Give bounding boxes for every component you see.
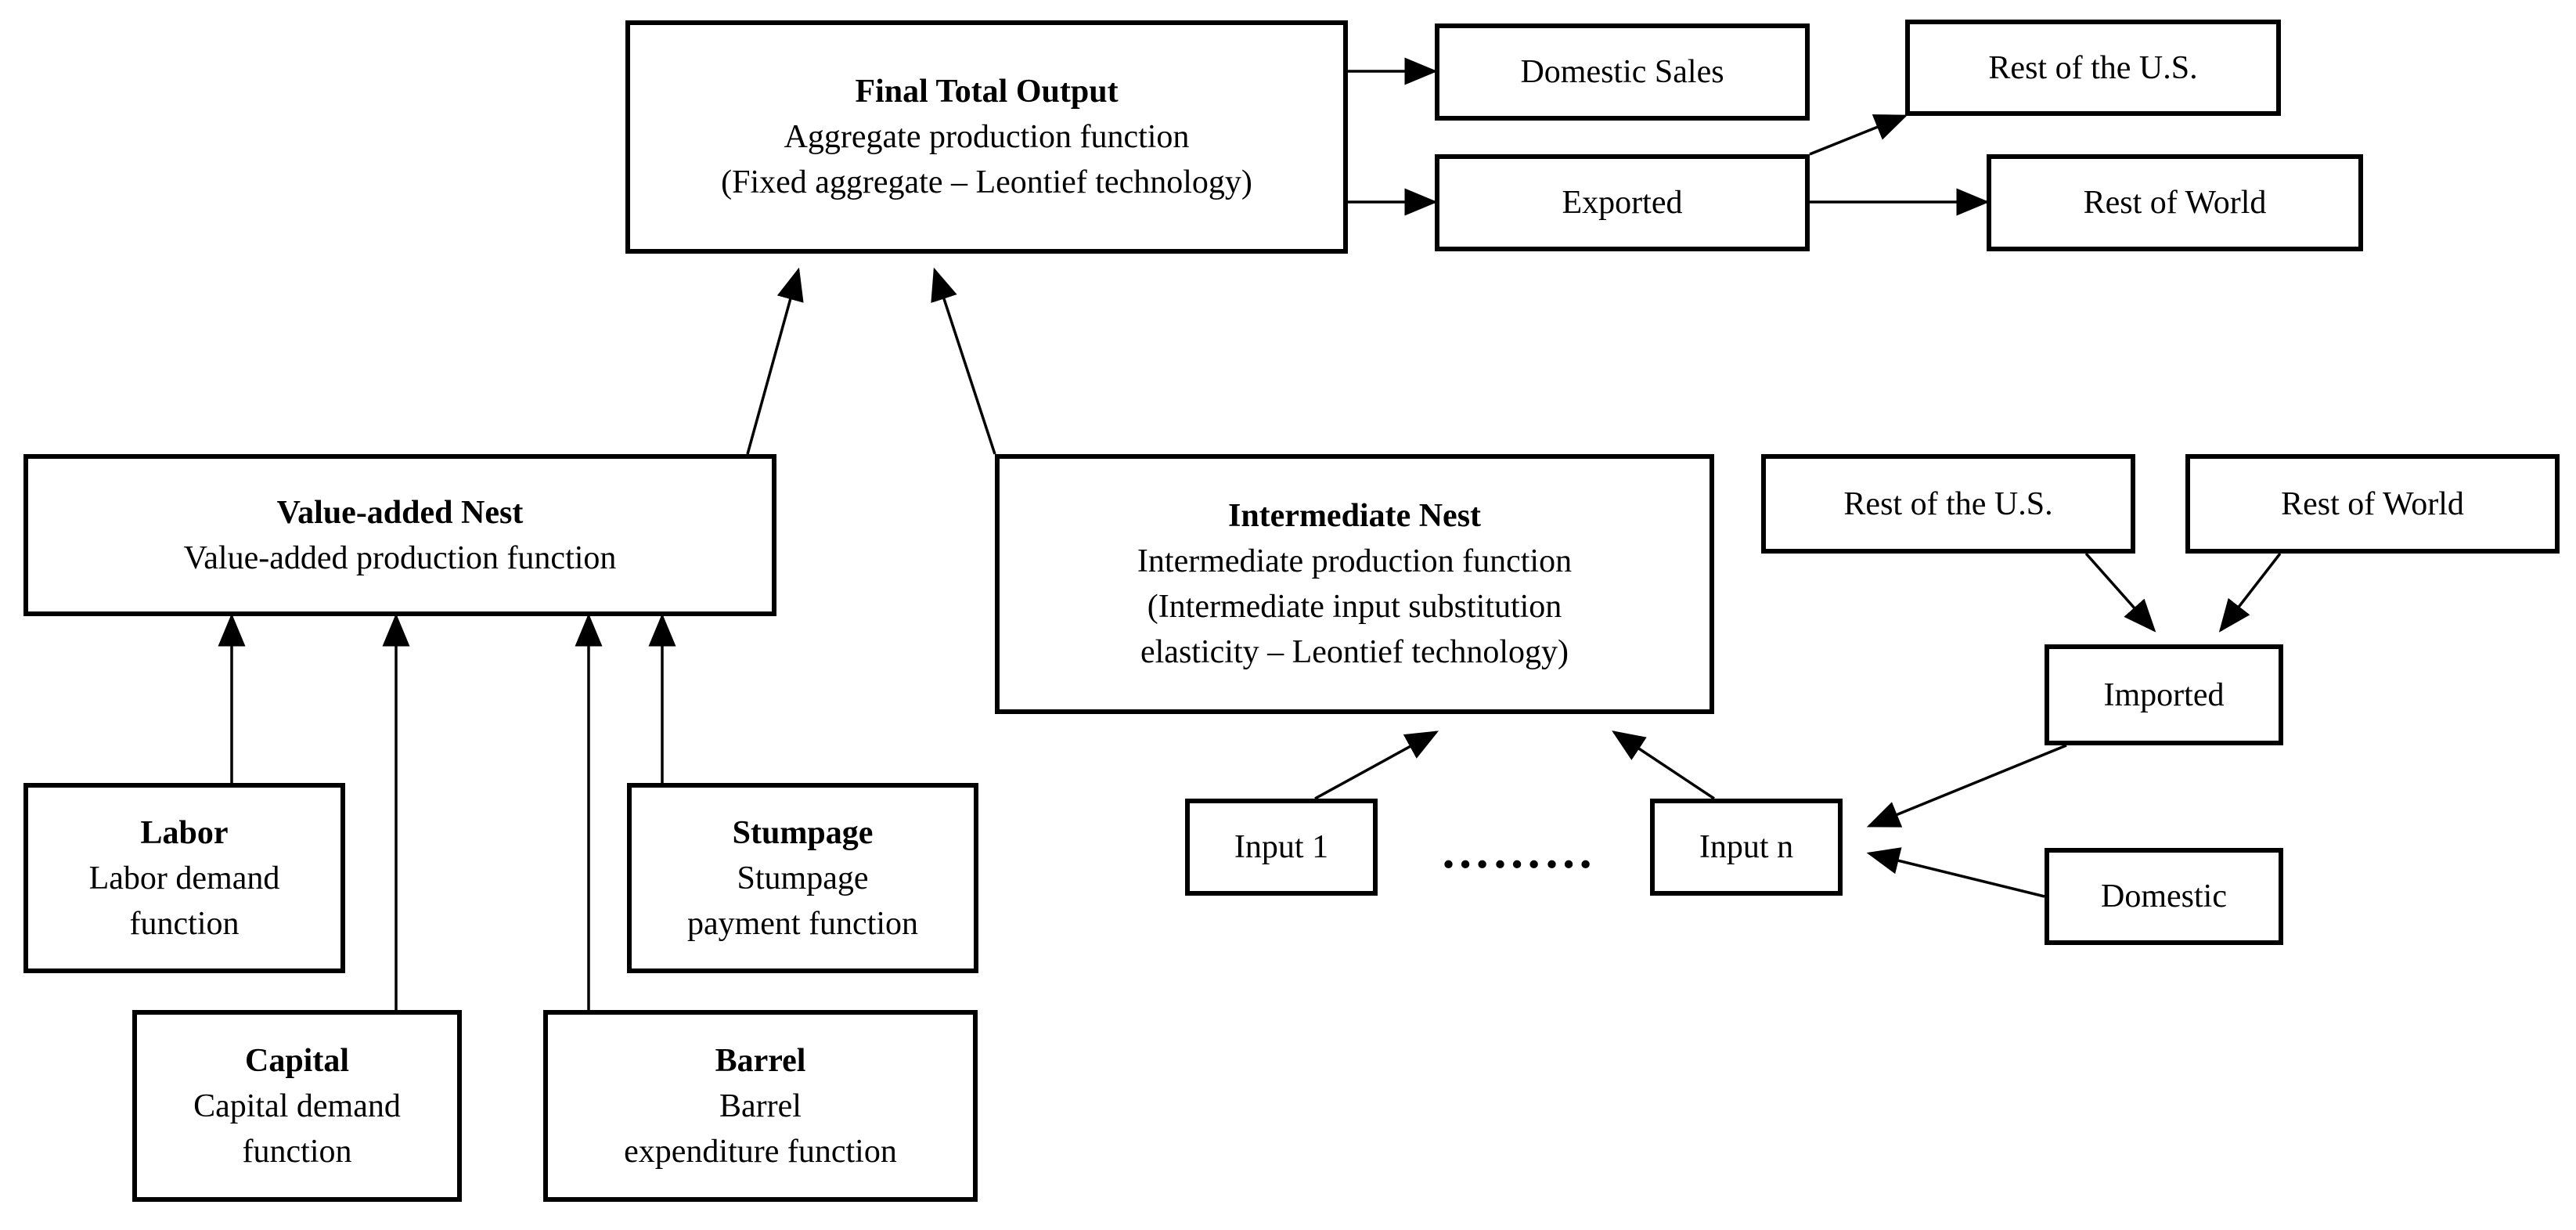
intermediate-nest-line3: elasticity – Leontief technology) [1140, 634, 1569, 670]
input-n-box: Input n [1650, 799, 1843, 896]
barrel-title: Barrel [715, 1042, 806, 1079]
labor-box: Labor Labor demand function [23, 783, 345, 973]
arrow-import-rest-us-to-imported [2084, 552, 2156, 633]
exported-label: Exported [1562, 185, 1683, 221]
import-rest-world-label: Rest of World [2281, 485, 2464, 522]
imported-label: Imported [2103, 676, 2225, 713]
export-rest-us-label: Rest of the U.S. [1988, 49, 2198, 86]
labor-line2: function [129, 905, 240, 942]
capital-title: Capital [244, 1042, 349, 1079]
value-added-nest-line1: Value-added production function [183, 539, 617, 576]
final-total-output-title: Final Total Output [855, 74, 1119, 110]
stumpage-line1: Stumpage [737, 860, 869, 896]
domestic-box: Domestic [2045, 848, 2283, 945]
domestic-sales-label: Domestic Sales [1520, 54, 1724, 90]
capital-line2: function [242, 1133, 352, 1170]
arrow-domestic-to-input-n [1866, 847, 2045, 898]
input-ellipsis: ……… [1440, 823, 1595, 878]
value-added-nest-box: Value-added Nest Value-added production … [23, 454, 776, 616]
imported-box: Imported [2045, 644, 2283, 745]
intermediate-nest-line1: Intermediate production function [1137, 543, 1573, 579]
arrow-input1-to-intermediate [1314, 730, 1439, 800]
final-total-output-box: Final Total Output Aggregate production … [625, 20, 1348, 254]
final-total-output-line1: Aggregate production function [784, 119, 1190, 155]
barrel-line1: Barrel [719, 1088, 802, 1124]
capital-box: Capital Capital demand function [132, 1010, 462, 1202]
import-rest-us-label: Rest of the U.S. [1843, 485, 2053, 522]
import-rest-us-box: Rest of the U.S. [1761, 454, 2135, 554]
arrow-import-rest-world-to-imported [2218, 552, 2282, 633]
final-total-output-line2: (Fixed aggregate – Leontief technology) [721, 164, 1252, 200]
intermediate-nest-title: Intermediate Nest [1227, 498, 1482, 534]
capital-line1: Capital demand [193, 1088, 401, 1124]
input-n-label: Input n [1699, 829, 1794, 865]
arrow-intermediate-to-output [931, 267, 996, 455]
value-added-nest-title: Value-added Nest [276, 494, 524, 531]
input-1-label: Input 1 [1234, 829, 1329, 865]
labor-title: Labor [140, 814, 229, 851]
arrow-value-added-to-output [746, 267, 804, 455]
stumpage-line2: payment function [686, 905, 919, 942]
arrow-imported-to-input-n [1866, 744, 2067, 828]
export-rest-us-box: Rest of the U.S. [1905, 20, 2281, 116]
stumpage-title: Stumpage [732, 814, 874, 851]
arrow-inputn-to-intermediate [1612, 730, 1715, 800]
exported-box: Exported [1435, 154, 1810, 251]
barrel-box: Barrel Barrel expenditure function [543, 1010, 978, 1202]
labor-line1: Labor demand [88, 860, 280, 896]
stumpage-box: Stumpage Stumpage payment function [627, 783, 978, 973]
intermediate-nest-box: Intermediate Nest Intermediate productio… [995, 454, 1714, 714]
domestic-sales-box: Domestic Sales [1435, 23, 1810, 121]
barrel-line2: expenditure function [624, 1133, 897, 1170]
export-rest-world-box: Rest of World [1987, 154, 2363, 251]
import-rest-world-box: Rest of World [2185, 454, 2560, 554]
intermediate-nest-line2: (Intermediate input substitution [1147, 589, 1562, 625]
input-1-box: Input 1 [1185, 799, 1378, 896]
export-rest-world-label: Rest of World [2083, 185, 2267, 221]
domestic-label: Domestic [2101, 878, 2227, 914]
arrow-exported-to-rest-us [1809, 114, 1908, 156]
